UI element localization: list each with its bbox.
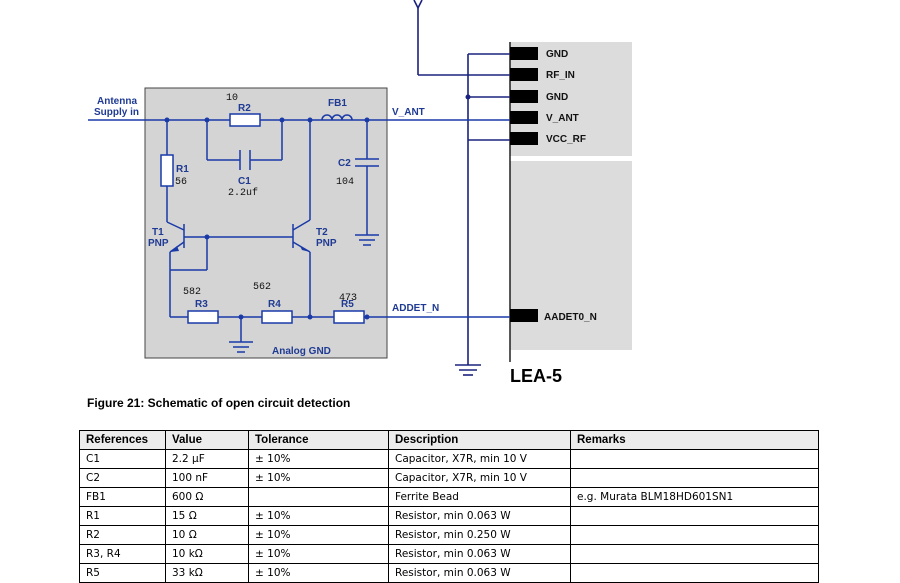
- t2-type: PNP: [316, 238, 337, 249]
- module-pins: [510, 47, 538, 322]
- r2-resistor: [229, 113, 261, 127]
- r1-value: 56: [175, 177, 187, 188]
- table-cell: [570, 544, 819, 564]
- r3-ref: R3: [195, 299, 208, 310]
- table-row: R1 15 Ω ± 10% Resistor, min 0.063 W: [79, 506, 819, 526]
- table-header-row: References Value Tolerance Description R…: [79, 430, 819, 450]
- table-cell: [570, 563, 819, 583]
- pin-label: GND: [546, 49, 568, 60]
- antenna-label: Antenna: [97, 96, 137, 107]
- fb1-inductor: [321, 114, 353, 121]
- components-table: References Value Tolerance Description R…: [79, 430, 819, 583]
- r4-value: 562: [253, 282, 271, 293]
- r3-resistor: [187, 310, 219, 324]
- table-cell: Resistor, min 0.063 W: [388, 563, 571, 583]
- table-row: R2 10 Ω ± 10% Resistor, min 0.250 W: [79, 525, 819, 545]
- table-cell: R3, R4: [79, 544, 166, 564]
- resistors: [160, 113, 365, 324]
- table-cell: 10 Ω: [165, 525, 249, 545]
- table-cell: ± 10%: [248, 525, 389, 545]
- table-cell: ± 10%: [248, 506, 389, 526]
- table-cell: [248, 487, 389, 507]
- table-row: R3, R4 10 kΩ ± 10% Resistor, min 0.063 W: [79, 544, 819, 564]
- pin-label: AADET0_N: [544, 312, 597, 323]
- pin-label: RF_IN: [546, 70, 575, 81]
- table-cell: ± 10%: [248, 563, 389, 583]
- table-cell: 600 Ω: [165, 487, 249, 507]
- table-row: C1 2.2 µF ± 10% Capacitor, X7R, min 10 V: [79, 449, 819, 469]
- table-cell: [570, 525, 819, 545]
- pin-label: GND: [546, 92, 568, 103]
- table-cell: R5: [79, 563, 166, 583]
- net-v-ant: V_ANT: [392, 107, 425, 118]
- t1-type: PNP: [148, 238, 169, 249]
- table-row: C2 100 nF ± 10% Capacitor, X7R, min 10 V: [79, 468, 819, 488]
- fb1-ref: FB1: [328, 98, 347, 109]
- table-cell: ± 10%: [248, 544, 389, 564]
- table-cell: C1: [79, 449, 166, 469]
- table-cell: C2: [79, 468, 166, 488]
- table-cell: R2: [79, 525, 166, 545]
- r5-ref: R5: [341, 299, 354, 310]
- table-cell: ± 10%: [248, 449, 389, 469]
- table-cell: [570, 506, 819, 526]
- table-cell: 15 Ω: [165, 506, 249, 526]
- table-cell: Capacitor, X7R, min 10 V: [388, 468, 571, 488]
- column-header: Remarks: [570, 430, 819, 450]
- r4-ref: R4: [268, 299, 281, 310]
- table-cell: e.g. Murata BLM18HD601SN1: [570, 487, 819, 507]
- t1-ref: T1: [152, 227, 164, 238]
- t2-ref: T2: [316, 227, 328, 238]
- r2-value: 10: [226, 93, 238, 104]
- pin-label: VCC_RF: [546, 134, 586, 145]
- table-cell: [570, 468, 819, 488]
- analog-gnd-label: Analog GND: [272, 346, 331, 357]
- table-cell: 10 kΩ: [165, 544, 249, 564]
- table-row: FB1 600 Ω Ferrite Bead e.g. Murata BLM18…: [79, 487, 819, 507]
- r1-resistor: [160, 154, 174, 187]
- table-cell: 100 nF: [165, 468, 249, 488]
- antenna-label: Supply in: [94, 107, 139, 118]
- r1-ref: R1: [176, 164, 189, 175]
- open-circuit-detection-schematic: GND RF_IN GND V_ANT VCC_RF AADET0_N LEA-…: [88, 0, 632, 386]
- column-header: Value: [165, 430, 249, 450]
- junctions: [164, 117, 370, 320]
- r5-resistor: [333, 310, 365, 324]
- table-row: R5 33 kΩ ± 10% Resistor, min 0.063 W: [79, 563, 819, 583]
- table-cell: Resistor, min 0.063 W: [388, 544, 571, 564]
- table-cell: 2.2 µF: [165, 449, 249, 469]
- module-name: LEA-5: [510, 366, 562, 386]
- c1-value: 2.2uf: [228, 187, 258, 199]
- r4-resistor: [261, 310, 293, 324]
- rf-wiring: [413, 0, 510, 376]
- table-cell: ± 10%: [248, 468, 389, 488]
- column-header: Tolerance: [248, 430, 389, 450]
- r3-value: 582: [183, 287, 201, 298]
- table-cell: [570, 449, 819, 469]
- r5-value: 473: [339, 293, 357, 304]
- table-cell: Resistor, min 0.250 W: [388, 525, 571, 545]
- circuit-wiring: [88, 119, 510, 353]
- table-cell: Ferrite Bead: [388, 487, 571, 507]
- c1-ref: C1: [238, 176, 251, 187]
- table-cell: Capacitor, X7R, min 10 V: [388, 449, 571, 469]
- net-addet: ADDET_N: [392, 303, 439, 314]
- table-cell: FB1: [79, 487, 166, 507]
- c2-ref: C2: [338, 158, 351, 169]
- r2-ref: R2: [238, 103, 251, 114]
- table-cell: 33 kΩ: [165, 563, 249, 583]
- column-header: References: [79, 430, 166, 450]
- table-cell: Resistor, min 0.063 W: [388, 506, 571, 526]
- c2-value: 104: [336, 177, 354, 188]
- table-cell: R1: [79, 506, 166, 526]
- pin-label: V_ANT: [546, 113, 579, 124]
- column-header: Description: [388, 430, 571, 450]
- figure-caption: Figure 21: Schematic of open circuit det…: [87, 396, 351, 410]
